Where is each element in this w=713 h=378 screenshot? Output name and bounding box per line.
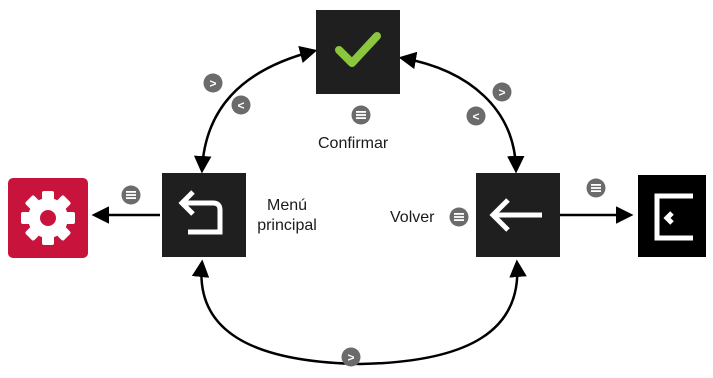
checkmark-icon [335,32,381,67]
gear-icon [21,191,75,245]
connector-menu-back-bottom [191,259,527,366]
main-menu-label-line1: Menú [266,197,308,214]
main-menu-label-line2: principal [257,217,317,234]
confirm-label: Confirmar [318,135,389,152]
menu-icon [121,185,141,205]
left-button-badge: < [231,95,251,115]
right-button-badge: > [203,73,223,93]
svg-text:>: > [347,351,354,365]
back-label: Volver [390,209,435,226]
left-arrow-icon [489,198,542,232]
right-button-badge: > [492,82,512,102]
menu-icon [449,207,469,227]
connector-confirm-back [398,51,525,174]
return-arrow-icon [178,190,223,235]
exit-tile[interactable] [638,175,706,257]
menu-icon [586,178,606,198]
back-tile[interactable] [476,173,560,257]
exit-icon [654,193,693,241]
main-menu-label: Menú principal [251,196,323,236]
svg-text:>: > [498,86,505,100]
svg-text:>: > [209,77,216,91]
connector-confirm-menu [193,46,318,174]
svg-text:<: < [472,110,479,124]
right-button-badge: > [341,347,361,367]
menu-icon [351,105,371,125]
confirm-tile[interactable] [316,10,400,94]
left-button-badge: < [466,106,486,126]
svg-text:<: < [237,99,244,113]
main-menu-tile[interactable] [162,173,246,257]
settings-tile[interactable] [8,178,88,258]
